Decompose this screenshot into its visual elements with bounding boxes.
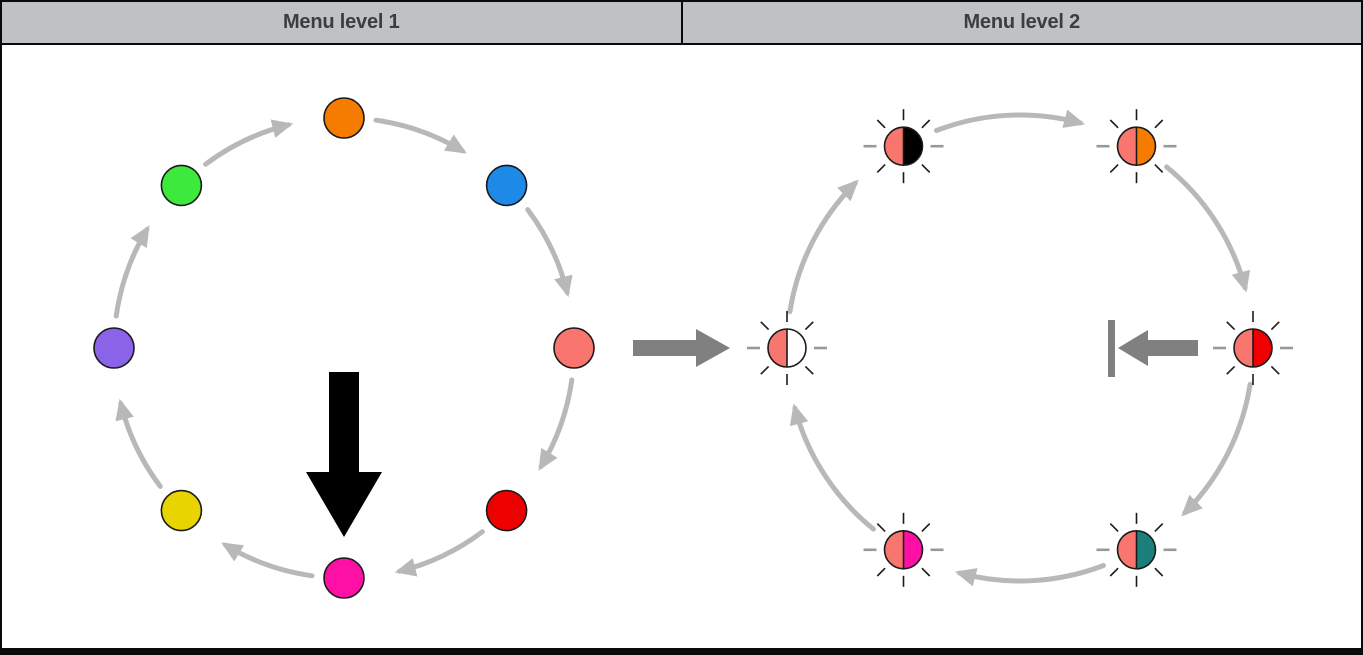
dot-left-half [1117, 127, 1137, 166]
rotation-arc [1181, 381, 1253, 517]
highlight-ray [1109, 164, 1119, 173]
menu2-item-white[interactable] [747, 311, 827, 385]
dot-right-half [903, 530, 923, 569]
dot-right-half [903, 127, 923, 166]
header-row: Menu level 1 Menu level 2 [2, 0, 1361, 45]
rotation-arc [934, 109, 1086, 133]
highlight-ray [1109, 119, 1119, 129]
menu-level-1-ring [93, 97, 595, 599]
menu1-item-salmon[interactable] [553, 327, 595, 369]
rotation-arc [789, 403, 876, 532]
menu-level-1-title: Menu level 1 [282, 11, 400, 33]
dot-right-half [787, 329, 806, 367]
highlight-ray [1270, 365, 1280, 375]
highlight-ray [1154, 119, 1164, 129]
highlight-ray [760, 365, 770, 375]
rotation-arc [1164, 164, 1251, 293]
menu1-selection-down-arrow-icon [306, 372, 382, 537]
dot-left-half [884, 127, 904, 166]
entry-stop-bar [1108, 320, 1115, 377]
highlight-ray [1226, 321, 1236, 331]
highlight-ray [804, 365, 814, 375]
rotation-arc [525, 207, 573, 298]
highlight-ray [1154, 567, 1164, 577]
menu2-item-black[interactable] [863, 109, 944, 184]
highlight-ray [876, 119, 886, 129]
dot-right-half [1136, 530, 1156, 569]
dot-left-half [1117, 530, 1137, 569]
rotation-arc [115, 398, 163, 489]
menu-level-2-header: Menu level 2 [683, 2, 1362, 43]
dot-right-half [1253, 329, 1272, 367]
highlight-ray [1226, 365, 1236, 375]
menu1-item-blue[interactable] [485, 164, 528, 207]
dot-left-half [1234, 329, 1253, 367]
highlight-ray [921, 523, 931, 532]
bottom-border-bar [2, 648, 1361, 655]
highlight-ray [876, 164, 886, 173]
menu2-item-teal[interactable] [1096, 512, 1177, 587]
menu-level-2-title: Menu level 2 [963, 11, 1081, 33]
rotation-arc [203, 119, 294, 167]
menu1-item-purple[interactable] [93, 327, 135, 369]
highlight-ray [1154, 164, 1164, 173]
highlight-ray [876, 567, 886, 577]
dot-left-half [884, 530, 904, 569]
menu2-item-orange[interactable] [1096, 109, 1177, 184]
menu1-item-orange[interactable] [323, 97, 365, 139]
menu2-item-red[interactable] [1213, 311, 1293, 385]
highlight-ray [1109, 567, 1119, 577]
rotation-arc [394, 529, 485, 577]
menu1-item-yellow[interactable] [160, 489, 203, 532]
menu-level-1-header: Menu level 1 [2, 2, 683, 43]
highlight-ray [1154, 523, 1164, 532]
rotation-arc [221, 542, 315, 579]
highlight-ray [921, 164, 931, 173]
menu1-item-red[interactable] [485, 489, 528, 532]
highlight-ray [921, 119, 931, 129]
rotation-arc [113, 225, 150, 319]
entry-left-arrow [1118, 330, 1198, 366]
highlight-ray [1109, 523, 1119, 532]
dot-right-half [1136, 127, 1156, 166]
rotation-arc [373, 117, 467, 154]
highlight-ray [1270, 321, 1280, 331]
menu1-item-green[interactable] [160, 164, 203, 207]
dot-left-half [768, 329, 787, 367]
highlight-ray [921, 567, 931, 577]
menu-level-2-ring [747, 109, 1293, 587]
rotation-arc [538, 377, 575, 471]
entry-left-arrow-to-bar-icon [1108, 320, 1198, 377]
highlight-ray [760, 321, 770, 331]
rotation-arc [954, 563, 1106, 587]
menu2-item-magenta[interactable] [863, 512, 944, 587]
rotation-arc [787, 179, 859, 315]
level-transition-right-arrow-icon [633, 329, 730, 367]
highlight-ray [804, 321, 814, 331]
menu1-item-magenta[interactable] [323, 557, 365, 599]
highlight-ray [876, 523, 886, 532]
